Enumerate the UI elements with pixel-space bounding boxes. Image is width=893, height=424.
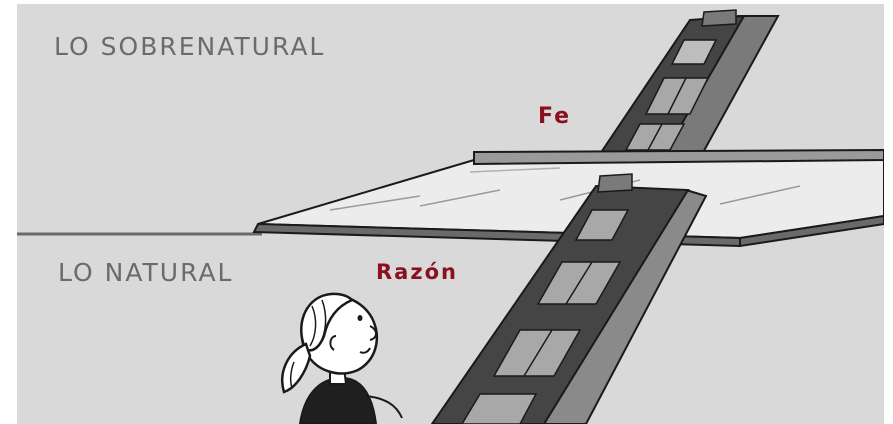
natural-label: LO NATURAL bbox=[58, 258, 233, 287]
reason-label: Razón bbox=[376, 260, 458, 284]
faith-label: Fe bbox=[538, 104, 571, 129]
supernatural-label: LO SOBRENATURAL bbox=[54, 32, 325, 61]
